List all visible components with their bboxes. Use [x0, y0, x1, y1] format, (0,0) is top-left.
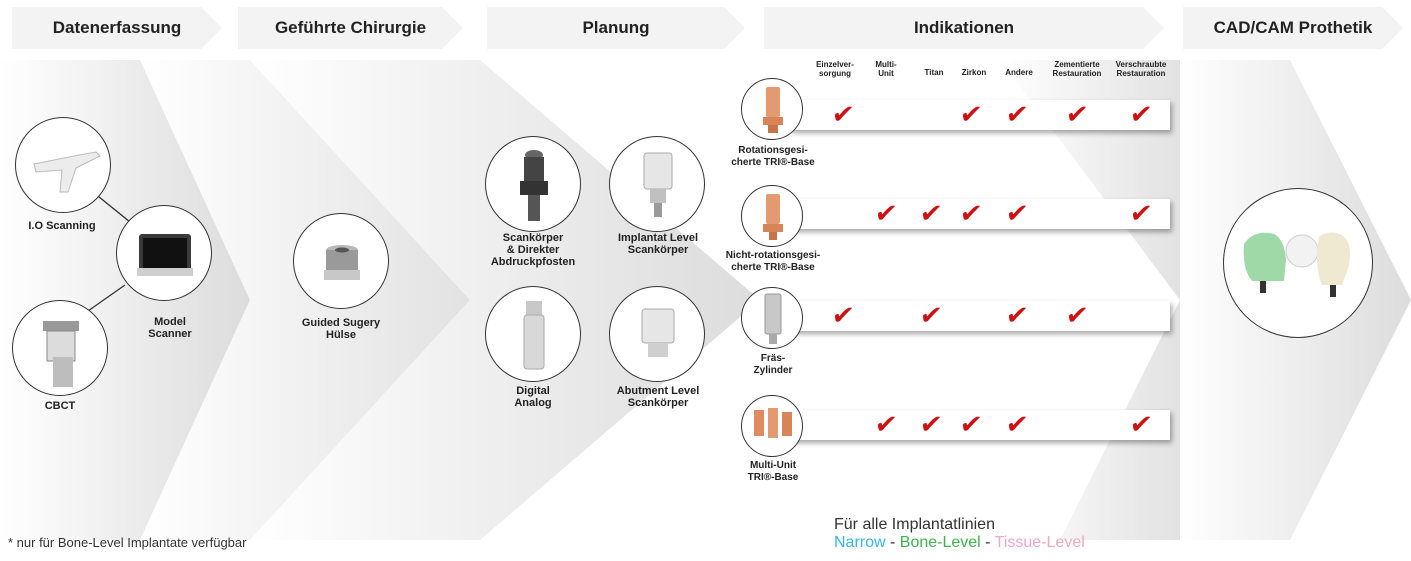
col-header-andere: Andere [1005, 68, 1033, 77]
scanbody-label: Scankörper & Direkter Abdruckpfosten [490, 232, 576, 268]
col-header-multi-unit: Multi- Unit [875, 60, 897, 78]
check-mark: ✔ [1063, 301, 1090, 331]
footnote: * nur für Bone-Level Implantate verfügba… [8, 535, 247, 550]
row-label-2: Nicht-rotationsgesi- cherte TRI®-Base [725, 250, 821, 273]
check-mark: ✔ [1063, 100, 1090, 130]
header-indications: Indikationen [764, 7, 1164, 49]
implant-lines-list: Narrow - Bone-Level - Tissue-Level [834, 534, 1085, 552]
col-header-zementierte: Zementierte Restauration [1052, 60, 1102, 78]
col-header-titan: Titan [924, 68, 944, 77]
implant-level-label: Implantat Level Scankörper [617, 232, 699, 256]
abutment-level-label: Abutment Level Scankörper [616, 385, 700, 409]
check-mark: ✔ [1003, 100, 1030, 130]
row-bar-2 [790, 199, 1170, 229]
check-mark: ✔ [957, 410, 984, 440]
model-scanner-image [116, 205, 212, 301]
milling-cylinder-image [741, 287, 803, 349]
check-mark: ✔ [917, 199, 944, 229]
implant-level-image [609, 136, 705, 232]
check-mark: ✔ [957, 199, 984, 229]
io-scanner-image [15, 117, 111, 213]
check-mark: ✔ [872, 410, 899, 440]
check-mark: ✔ [872, 199, 899, 229]
check-mark: ✔ [957, 100, 984, 130]
col-header-zirkon: Zirkon [961, 68, 987, 77]
check-mark: ✔ [829, 301, 856, 331]
digital-analog-image [485, 286, 581, 382]
col-header-einzelversorgung: Einzelver- sorgung [816, 60, 854, 78]
check-mark: ✔ [1127, 199, 1154, 229]
row-bar-4 [790, 410, 1170, 440]
header-guided-surgery: Geführte Chirurgie [238, 7, 463, 49]
scanbody-image [485, 136, 581, 232]
chevron-guided [140, 60, 470, 540]
check-mark: ✔ [1003, 410, 1030, 440]
check-mark: ✔ [1127, 100, 1154, 130]
row-bar-3 [790, 301, 1170, 331]
header-planning: Planung [487, 7, 745, 49]
guided-sleeve-label: Guided Sugery Hülse [301, 317, 381, 341]
guided-sleeve-image [293, 213, 389, 309]
implant-line-bone: Bone-Level [899, 534, 981, 551]
cbct-label: CBCT [44, 400, 76, 412]
abutment-level-image [609, 286, 705, 382]
digital-analog-label: Digital Analog [514, 385, 552, 409]
implant-line-narrow: Narrow [834, 534, 886, 551]
cbct-image [12, 300, 108, 396]
multi-unit-tri-base-image [741, 395, 803, 457]
chevron-indications [1000, 60, 1180, 540]
check-mark: ✔ [1003, 199, 1030, 229]
col-header-verschraubte: Verschraubte Restauration [1115, 60, 1167, 78]
implant-line-separator: - [980, 534, 995, 551]
row-label-4: Multi-Unit TRI®-Base [747, 460, 799, 483]
check-mark: ✔ [1127, 410, 1154, 440]
io-scanning-label: I.O Scanning [28, 220, 96, 232]
row-bar-1 [790, 100, 1170, 130]
check-mark: ✔ [1003, 301, 1030, 331]
model-scanner-label: Model Scanner [148, 316, 192, 340]
row-label-3: Fräs- Zylinder [753, 353, 793, 376]
implant-line-tissue: Tissue-Level [994, 534, 1085, 551]
cadcam-bridge-image [1223, 188, 1373, 338]
implant-line-separator: - [885, 534, 900, 551]
header-cadcam: CAD/CAM Prothetik [1183, 7, 1403, 49]
check-mark: ✔ [917, 301, 944, 331]
tri-base-non-rotational-image [741, 185, 803, 247]
header-data-capture: Datenerfassung [12, 7, 222, 49]
implant-lines-title: Für alle Implantatlinien [834, 516, 995, 533]
tri-base-rotational-image [741, 78, 803, 140]
check-mark: ✔ [917, 410, 944, 440]
check-mark: ✔ [829, 100, 856, 130]
row-label-1: Rotationsgesi- cherte TRI®-Base [731, 145, 815, 168]
